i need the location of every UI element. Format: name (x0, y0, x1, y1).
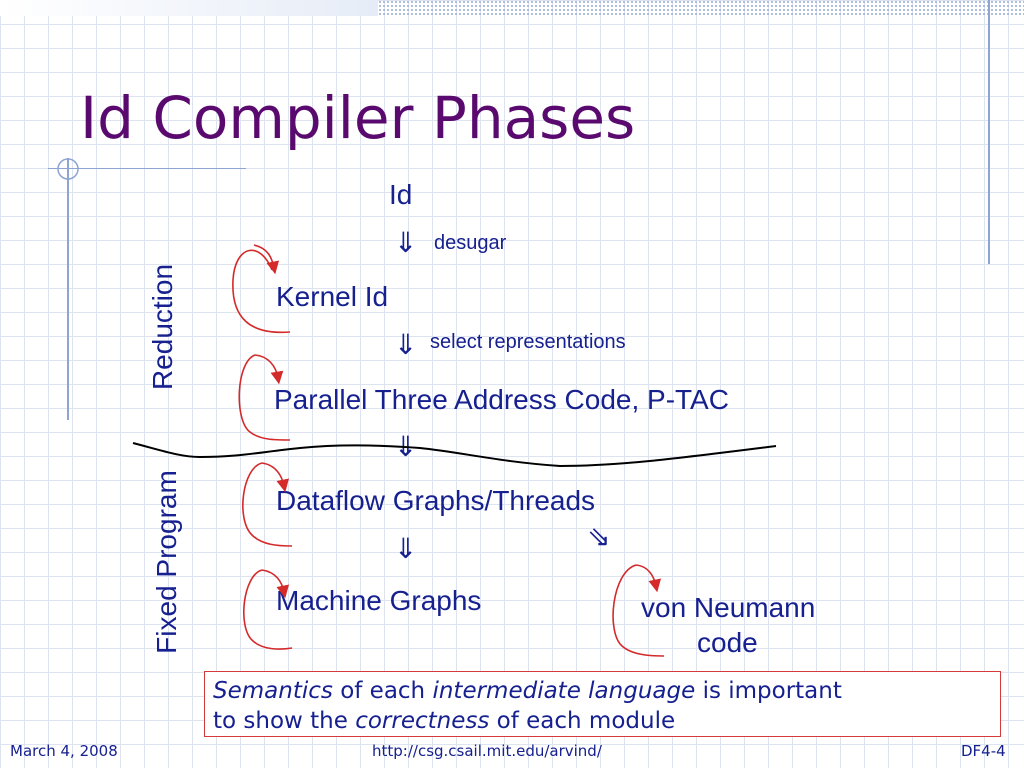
header-strip-light (0, 0, 378, 16)
boundary-line (132, 442, 777, 468)
loop-arrow-kernel-id (232, 249, 291, 334)
loop-arrow-ptac-tip (254, 354, 284, 385)
note-semantics: Semantics (213, 678, 333, 704)
loop-arrow-von-neumann (612, 564, 665, 657)
footer-url: http://csg.csail.mit.edu/arvind/ (372, 742, 602, 760)
note-line-1: Semantics of each intermediate language … (213, 676, 992, 706)
header-strip (0, 0, 1024, 16)
phase-machine-graphs: Machine Graphs (276, 585, 482, 616)
phase-kernel-id: Kernel Id (276, 281, 389, 312)
loop-arrow-dataflow-tip (261, 462, 290, 493)
phase-von-neumann-line2: code (697, 627, 758, 658)
transition-desugar: desugar (434, 232, 507, 254)
arrow-down-4: ⇓ (394, 532, 418, 565)
arrow-diagonal: ⇘ (587, 520, 611, 553)
note-box: Semantics of each intermediate language … (204, 671, 1001, 737)
note-of-each: of each (340, 678, 426, 704)
note-of-each-module: of each module (496, 708, 676, 734)
phase-ptac: Parallel Three Address Code, P-TAC (274, 384, 729, 415)
loop-arrow-ptac (238, 354, 291, 441)
note-line-2: to show the correctness of each module (213, 706, 992, 736)
phase-von-neumann-line1: von Neumann (641, 592, 816, 623)
footer-slide-id: DF4-4 (961, 742, 1006, 760)
title-underline (48, 168, 246, 169)
loop-arrow-machine-graphs-tip (261, 569, 290, 599)
transition-select-representations: select representations (430, 331, 626, 353)
left-frame-line (67, 158, 69, 420)
note-intermediate-language: intermediate language (432, 678, 696, 704)
loop-arrow-machine-graphs (242, 569, 293, 650)
header-strip-dotted (378, 0, 1024, 16)
right-frame-line (988, 0, 990, 264)
footer-date: March 4, 2008 (10, 742, 118, 760)
phase-dataflow: Dataflow Graphs/Threads (276, 485, 596, 516)
page-title: Id Compiler Phases (80, 84, 636, 152)
loop-arrow-kernel-id-tip (253, 244, 280, 275)
note-is-important: is important (702, 678, 842, 704)
note-to-show-the: to show the (213, 708, 348, 734)
arrow-down-1: ⇓ (394, 226, 418, 259)
arrow-down-2: ⇓ (394, 328, 418, 361)
loop-arrow-von-neumann-tip (635, 564, 662, 593)
phase-id: Id (389, 179, 413, 210)
note-correctness: correctness (355, 708, 490, 734)
loop-arrow-dataflow (242, 462, 293, 547)
